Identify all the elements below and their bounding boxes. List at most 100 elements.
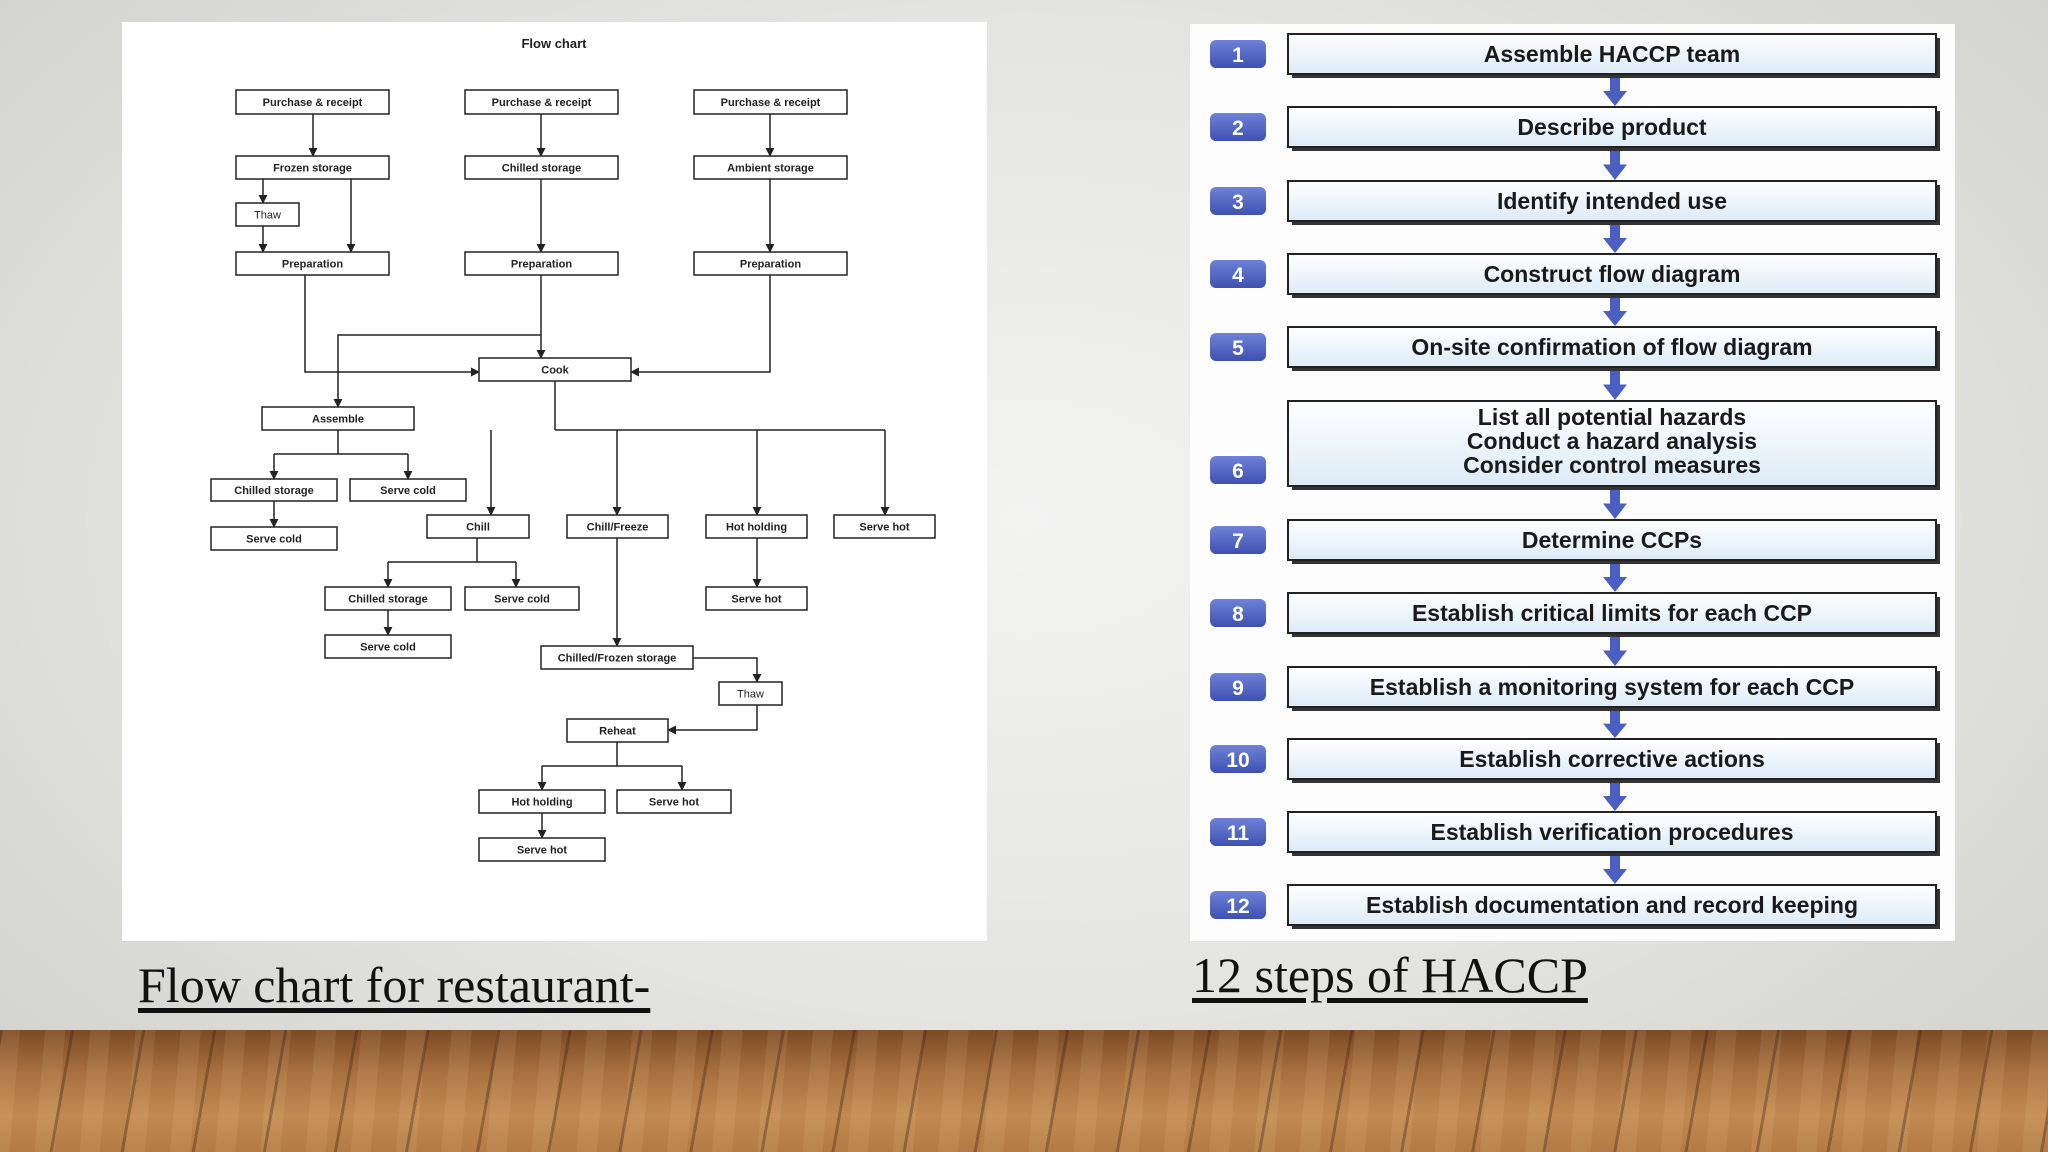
step-number-badge: 3 [1210,187,1266,215]
flow-node-label: Assemble [312,414,364,426]
flow-node-chilled: Chilled storage [464,155,619,180]
down-arrow-icon [1603,151,1627,180]
step-number: 11 [1227,822,1250,845]
flow-connector [630,275,771,377]
step-number-badge: 4 [1210,260,1266,288]
flow-connector [667,705,758,735]
flowchart-panel: Flow chart Purchase & receipt Purchase & … [122,22,987,941]
flow-node-sc3: Serve cold [464,586,580,611]
down-arrow-icon [1603,856,1627,884]
flow-node-label: Preparation [282,259,343,271]
flow-node-label: Ambient storage [727,163,814,175]
down-arrow-icon [1603,564,1627,592]
step-number-badge: 7 [1210,526,1266,554]
step-text: Identify intended use [1497,188,1727,214]
step-number: 1 [1232,44,1244,67]
caption-flowchart: Flow chart for restaurant- [138,957,651,1013]
haccp-step-2: 2 Describe product [1210,106,1940,151]
flow-node-label: Serve hot [731,594,781,606]
flow-node-p3: Purchase & receipt [693,89,848,115]
step-number: 2 [1232,117,1244,140]
step-text: Establish corrective actions [1459,746,1765,772]
flow-node-frozen: Frozen storage [235,155,390,180]
step-text-line: Consider control measures [1463,452,1761,478]
flow-node-label: Thaw [737,689,764,701]
step-text: Determine CCPs [1522,527,1702,553]
step-number: 5 [1232,337,1244,360]
flow-node-p2: Purchase & receipt [464,89,619,115]
down-arrow-icon [1603,783,1627,811]
haccp-step-5: 5 On-site confirmation of flow diagram [1210,326,1940,371]
flow-node-prep3: Preparation [693,251,848,276]
flowchart-title: Flow chart [521,36,587,51]
flow-node-label: Preparation [511,259,572,271]
flow-node-cook: Cook [478,357,632,382]
flow-node-assemble: Assemble [261,406,415,431]
flow-node-cs2: Chilled storage [324,586,452,611]
haccp-steps-diagram: 1 Assemble HACCP team 2 Describe product 3 Id… [1210,33,1940,929]
down-arrow-icon [1603,78,1627,106]
flow-connector [693,657,762,683]
step-text: Construct flow diagram [1484,261,1741,287]
step-text: Describe product [1517,114,1706,140]
flow-node-label: Hot holding [726,522,787,534]
flow-node-prep1: Preparation [235,251,390,276]
flowchart-diagram: Flow chart Purchase & receipt Purchase & … [210,36,936,862]
step-number-badge: 11 [1210,818,1266,846]
flow-node-label: Reheat [599,726,636,738]
flow-node-label: Chilled/Frozen storage [558,653,677,665]
flow-node-label: Hot holding [511,797,572,809]
flow-node-hothold1: Hot holding [705,514,808,539]
down-arrow-icon [1603,711,1627,738]
flow-node-sc2: Serve cold [210,526,338,551]
flow-node-label: Serve cold [360,642,416,654]
flow-node-label: Serve hot [859,522,909,534]
down-arrow-icon [1603,637,1627,666]
wood-floor [0,1030,2048,1152]
step-text: Establish verification procedures [1430,819,1793,845]
flow-node-hothold2: Hot holding [478,789,606,814]
step-number-badge: 12 [1210,891,1266,919]
step-number-badge: 8 [1210,599,1266,627]
step-text: Assemble HACCP team [1484,41,1741,67]
step-number: 3 [1232,191,1244,214]
flow-node-label: Serve hot [649,797,699,809]
step-number: 4 [1232,264,1244,287]
step-number-badge: 1 [1210,40,1266,68]
step-number-badge: 10 [1210,745,1266,773]
haccp-step-7: 7 Determine CCPs [1210,519,1940,564]
flow-node-label: Purchase & receipt [263,97,363,109]
flow-node-label: Preparation [740,259,801,271]
flow-node-label: Serve cold [380,485,436,497]
flow-node-label: Chill/Freeze [587,522,649,534]
flow-node-label: Cook [541,365,569,377]
flow-node-chill: Chill [426,514,530,539]
haccp-step-10: 10 Establish corrective actions [1210,738,1940,783]
step-number: 6 [1232,460,1244,483]
flow-node-cs1: Chilled storage [210,478,338,502]
flow-node-label: Serve cold [494,594,550,606]
haccp-step-8: 8 Establish critical limits for each CCP [1210,592,1940,637]
flow-node-label: Chilled storage [348,594,427,606]
flow-node-p1: Purchase & receipt [235,89,390,115]
step-number-badge: 6 [1210,456,1266,484]
flow-node-servehot3: Serve hot [616,789,732,814]
flow-node-label: Frozen storage [273,163,352,175]
step-number: 7 [1232,530,1244,553]
flow-node-thaw1: Thaw [235,202,300,227]
haccp-step-1: 1 Assemble HACCP team [1210,33,1940,78]
flow-node-prep2: Preparation [464,251,619,276]
down-arrow-icon [1603,490,1627,519]
step-text: Establish critical limits for each CCP [1412,600,1812,626]
flow-node-ambient: Ambient storage [693,155,848,180]
flow-node-servehot4: Serve hot [478,837,606,862]
step-number-badge: 5 [1210,333,1266,361]
flow-node-label: Chilled storage [234,485,313,497]
step-number: 9 [1232,677,1244,700]
flow-connector [333,334,541,408]
down-arrow-icon [1603,371,1627,400]
step-text: On-site confirmation of flow diagram [1411,334,1812,360]
step-number: 8 [1232,603,1244,626]
